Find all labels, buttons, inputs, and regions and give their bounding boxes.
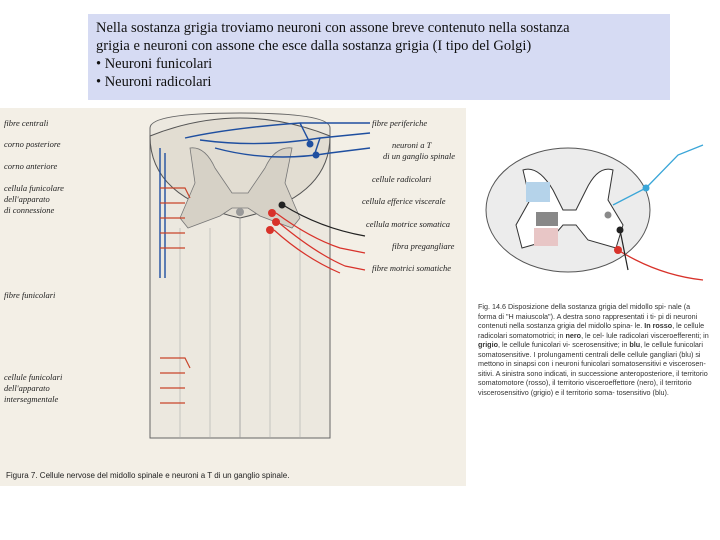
label-cellula-funicolare-2: dell'apparato	[4, 194, 50, 204]
spinal-cord-drawing: fibre centrali corno posteriore corno an…	[4, 112, 455, 480]
t-neuron-body	[312, 151, 320, 159]
label-neuroni-a-t-2: di un ganglio spinale	[383, 151, 455, 161]
gray-matter-figure	[468, 100, 720, 430]
label-cellule-funicolari-1: cellule funicolari	[4, 372, 63, 382]
red-efferent-fibre	[617, 249, 704, 281]
label-cellula-motrice: cellula motrice somatica	[366, 219, 450, 229]
label-fibre-motrici: fibre motrici somatiche	[372, 263, 451, 273]
caption-box: Nella sostanza grigia troviamo neuroni c…	[88, 14, 670, 100]
label-cellula-funicolare-1: cellula funicolare	[4, 183, 64, 193]
label-cellula-funicolare-3: di connessione	[4, 205, 55, 215]
label-corno-anteriore: corno anteriore	[4, 161, 58, 171]
territory-somatomotor	[534, 228, 558, 246]
label-corno-posteriore: corno posteriore	[4, 139, 61, 149]
funicular-cells	[160, 187, 191, 404]
label-cellule-funicolari-3: intersegmentale	[4, 394, 59, 404]
label-fibre-funicolari: fibre funicolari	[4, 290, 56, 300]
blue-central-fibre	[612, 187, 647, 206]
label-cellule-funicolari-2: dell'apparato	[4, 383, 50, 393]
caption-bullet-2: • Neuroni radicolari	[96, 74, 212, 90]
label-neuroni-a-t-1: neuroni a T	[392, 140, 433, 150]
territory-somatosensory	[526, 182, 550, 202]
caption-line-1: Nella sostanza grigia troviamo neuroni c…	[96, 20, 570, 36]
radicular-cells	[266, 201, 286, 234]
gray-matter-drawing	[485, 144, 704, 281]
blue-fibres	[159, 122, 371, 278]
black-efferent-fibre	[619, 229, 629, 271]
figure-7-caption: Figura 7. Cellule nervose del midollo sp…	[6, 471, 289, 480]
central-canal	[236, 208, 244, 216]
preganglionic-fibre	[282, 204, 366, 237]
caption-line-2: grigia e neuroni con assone che esce dal…	[96, 38, 532, 54]
spinal-cord-figure: fibre centrali corno posteriore corno an…	[0, 108, 466, 486]
blue-ganglion-fibre	[645, 144, 704, 189]
label-cellule-radicolari: cellule radicolari	[372, 174, 432, 184]
caption-bullet-1: • Neuroni funicolari	[96, 56, 213, 72]
label-cellula-efferente: cellula efferice viscerale	[362, 196, 446, 206]
gray-matter	[179, 147, 301, 229]
label-fibre-centrali: fibre centrali	[4, 118, 49, 128]
gray-neuron	[604, 211, 612, 219]
territory-visceroeffector	[536, 212, 558, 226]
label-fibra-pregangliare: fibra pregangliare	[392, 241, 455, 251]
t-neuron-body	[306, 140, 314, 148]
label-fibre-periferiche: fibre periferiche	[372, 118, 427, 128]
figure-14-6-caption: Fig. 14.6 Disposizione della sostanza gr…	[478, 302, 709, 397]
motor-fibres	[273, 212, 366, 274]
